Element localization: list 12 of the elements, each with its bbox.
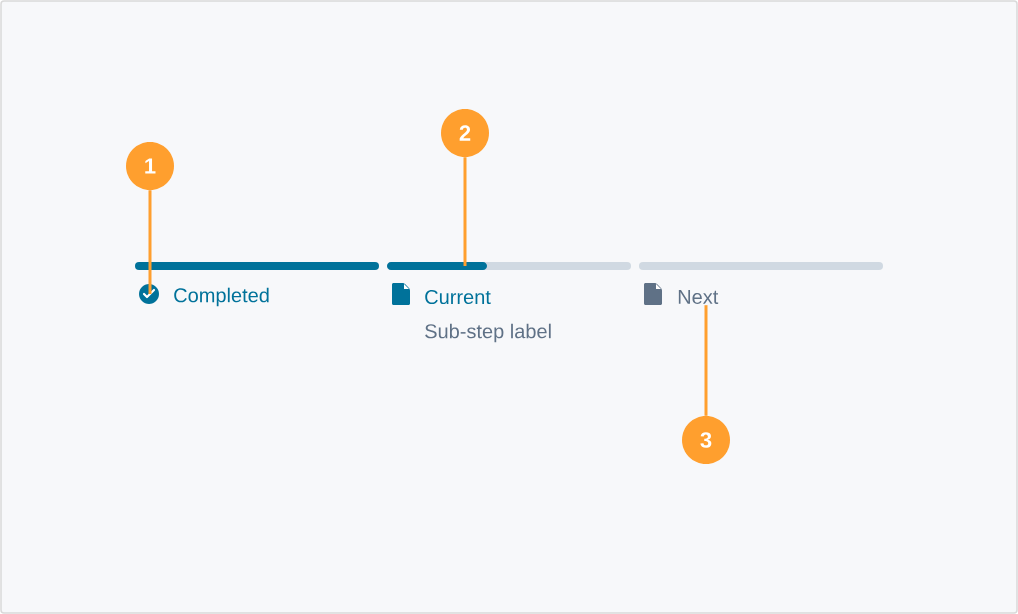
- step-label: Completed: [174, 287, 269, 307]
- leader-line: [148, 190, 152, 294]
- callout-number: 2: [441, 109, 489, 157]
- callout-number: 3: [682, 416, 730, 464]
- check-icon: [139, 284, 159, 304]
- progress-bar-fill: [387, 262, 487, 270]
- step-label: Current: [425, 289, 491, 305]
- leader-line: [704, 305, 708, 416]
- leader-line: [463, 157, 467, 266]
- callout-number: 1: [126, 142, 174, 190]
- sub-step-label: Sub-step label: [425, 323, 551, 343]
- step-label: Next: [678, 290, 719, 304]
